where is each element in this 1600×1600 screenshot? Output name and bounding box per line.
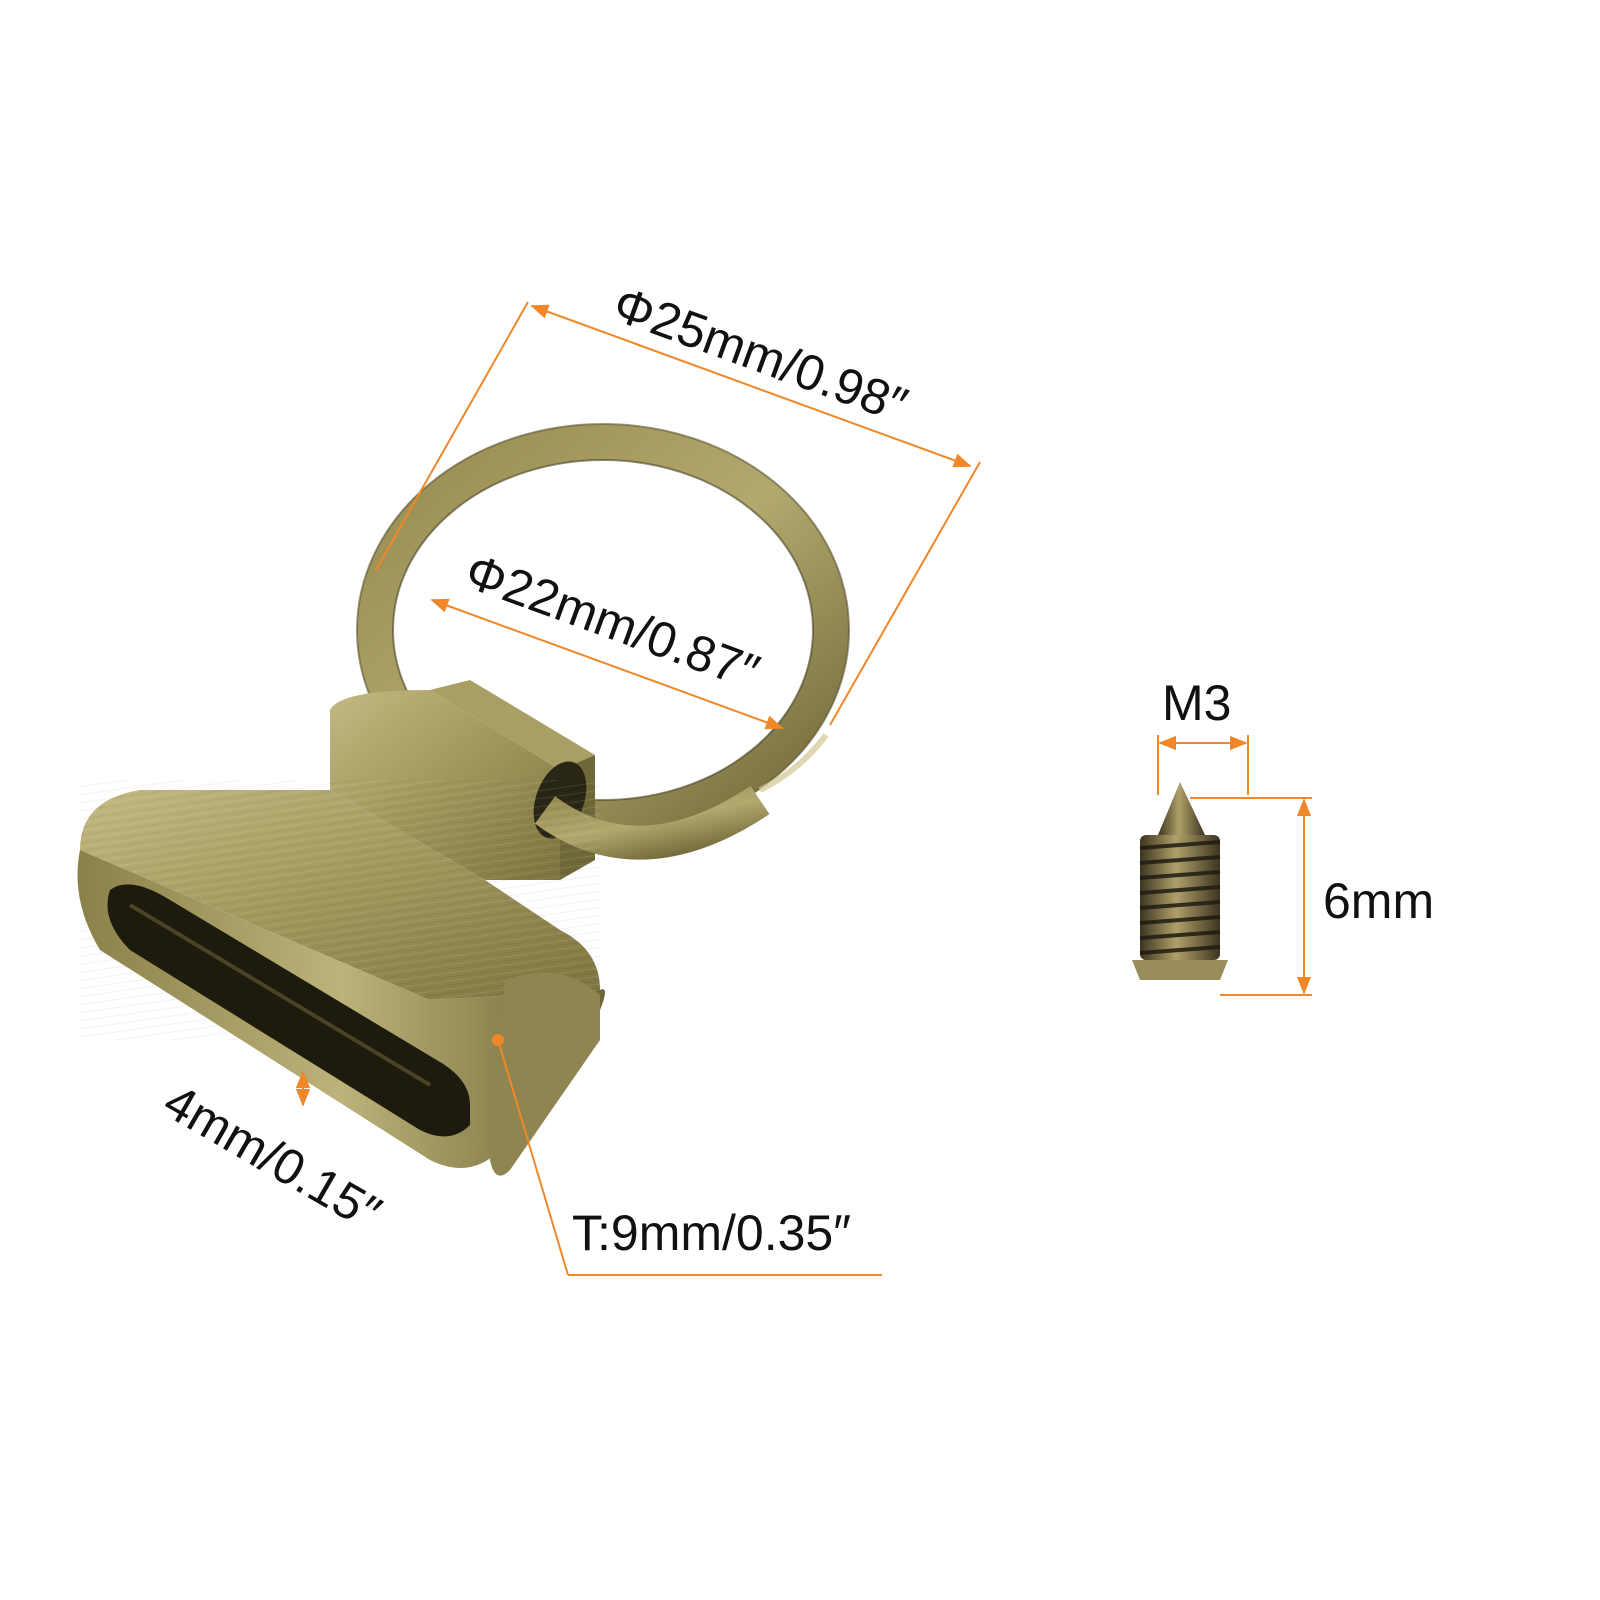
outer-diameter-label: Φ25mm/0.98″ [606,276,914,434]
inner-diameter-label: Φ22mm/0.87″ [458,543,766,701]
threaded-screw [1132,782,1228,980]
thickness-label: T:9mm/0.35″ [572,1205,851,1261]
screw-length-label: 6mm [1323,873,1434,929]
dimension-lines [295,301,1312,1276]
thickness-leader-dot [492,1034,504,1046]
thread-size-label: M3 [1162,675,1231,731]
